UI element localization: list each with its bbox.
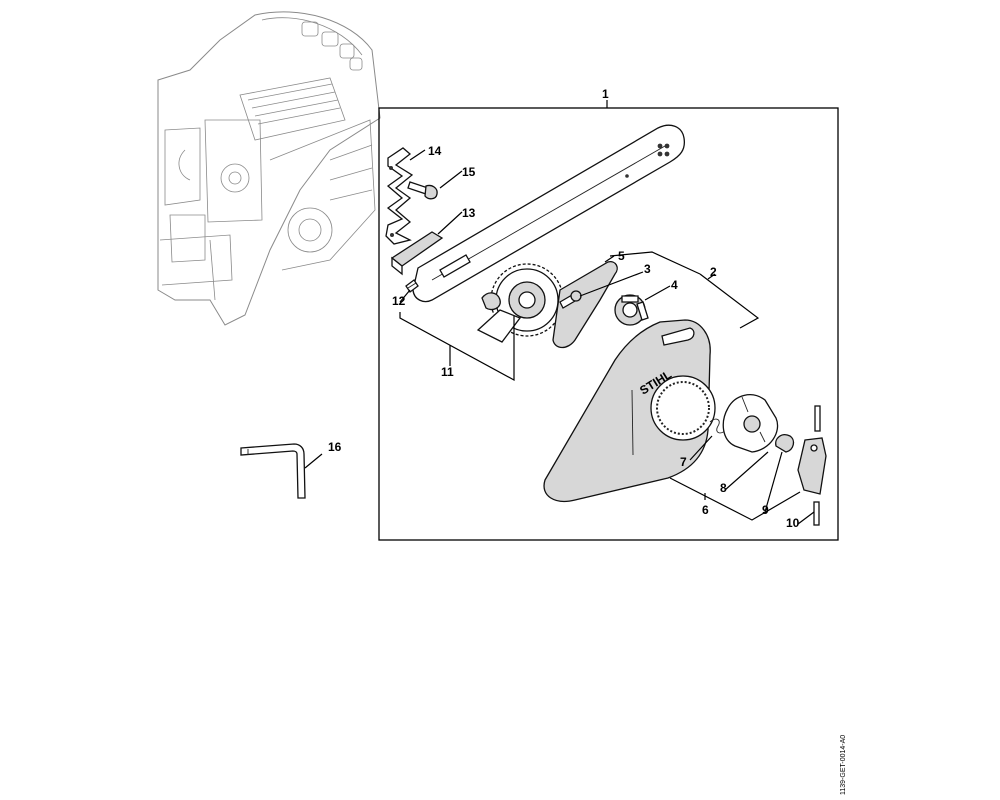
callout-10: 10 [786, 516, 800, 530]
callout-13: 13 [462, 206, 476, 220]
guide-bar [412, 124, 686, 303]
reference-code: 1139-GET-0014-A0 [840, 735, 847, 795]
part-5-cover-plate [552, 261, 618, 349]
callout-3: 3 [644, 262, 651, 276]
chain-tensioner-gear [476, 263, 564, 343]
part-4-collar-nut [614, 294, 649, 326]
chainsaw-body-outline [157, 11, 381, 326]
part-14-spring-plate [385, 147, 414, 245]
callout-15: 15 [462, 165, 476, 179]
part-10-lever [797, 405, 827, 526]
assembly-frame [378, 107, 839, 541]
callout-1: 1 [602, 87, 609, 101]
part-2-sprocket-cover: STIHL [543, 319, 716, 502]
callout-11: 11 [441, 365, 454, 379]
callout-4: 4 [671, 278, 678, 292]
callout-12: 12 [392, 294, 406, 308]
callout-9: 9 [762, 503, 769, 517]
callout-5: 5 [618, 249, 625, 263]
part-15-screw [407, 181, 438, 200]
part-13-guide-plate [390, 231, 444, 276]
callout-7: 7 [680, 455, 687, 469]
part-8-brake-disc [722, 394, 779, 453]
callout-14: 14 [428, 144, 442, 158]
callout-labels: 1 2 3 4 5 6 7 8 9 10 11 12 13 14 15 16 [328, 87, 800, 530]
callout-16: 16 [328, 440, 342, 454]
leader-lines [304, 149, 815, 525]
callout-2: 2 [710, 265, 717, 279]
callout-8: 8 [720, 481, 727, 495]
part-12-screw [405, 279, 419, 293]
part-9-cap [775, 434, 795, 453]
part-16-hex-wrench [240, 443, 306, 499]
callout-6: 6 [702, 503, 709, 517]
